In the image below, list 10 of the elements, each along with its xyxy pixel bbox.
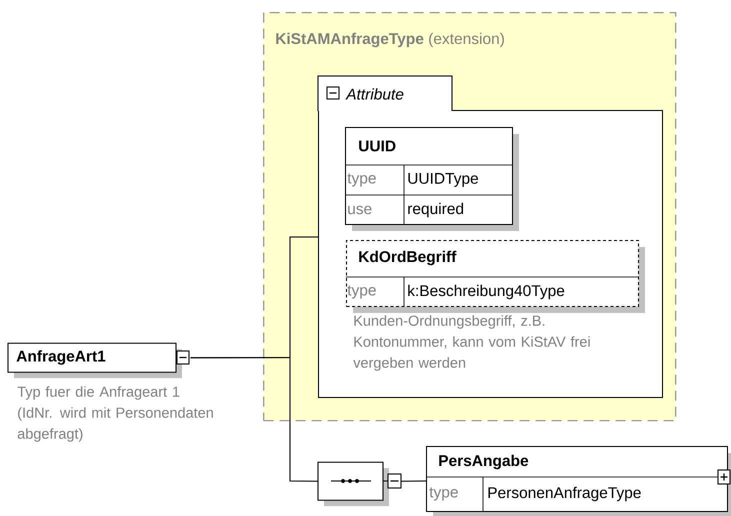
type-title: KiStAMAnfrageType (extension) xyxy=(276,32,504,48)
element-name: PersAngabe xyxy=(439,454,528,470)
cell-value: PersonenAnfrageType xyxy=(488,486,641,502)
connector-line xyxy=(190,357,318,482)
element-name: AnfrageArt1 xyxy=(16,350,106,365)
group-label: Attribute xyxy=(345,88,404,100)
cell-label: type xyxy=(429,487,458,501)
element-box xyxy=(426,446,731,516)
description-text: Typ fuer die Anfrageart 1 (IdNr. wird mit Personendaten abgefragt) xyxy=(18,386,213,442)
connector-line xyxy=(400,480,426,482)
